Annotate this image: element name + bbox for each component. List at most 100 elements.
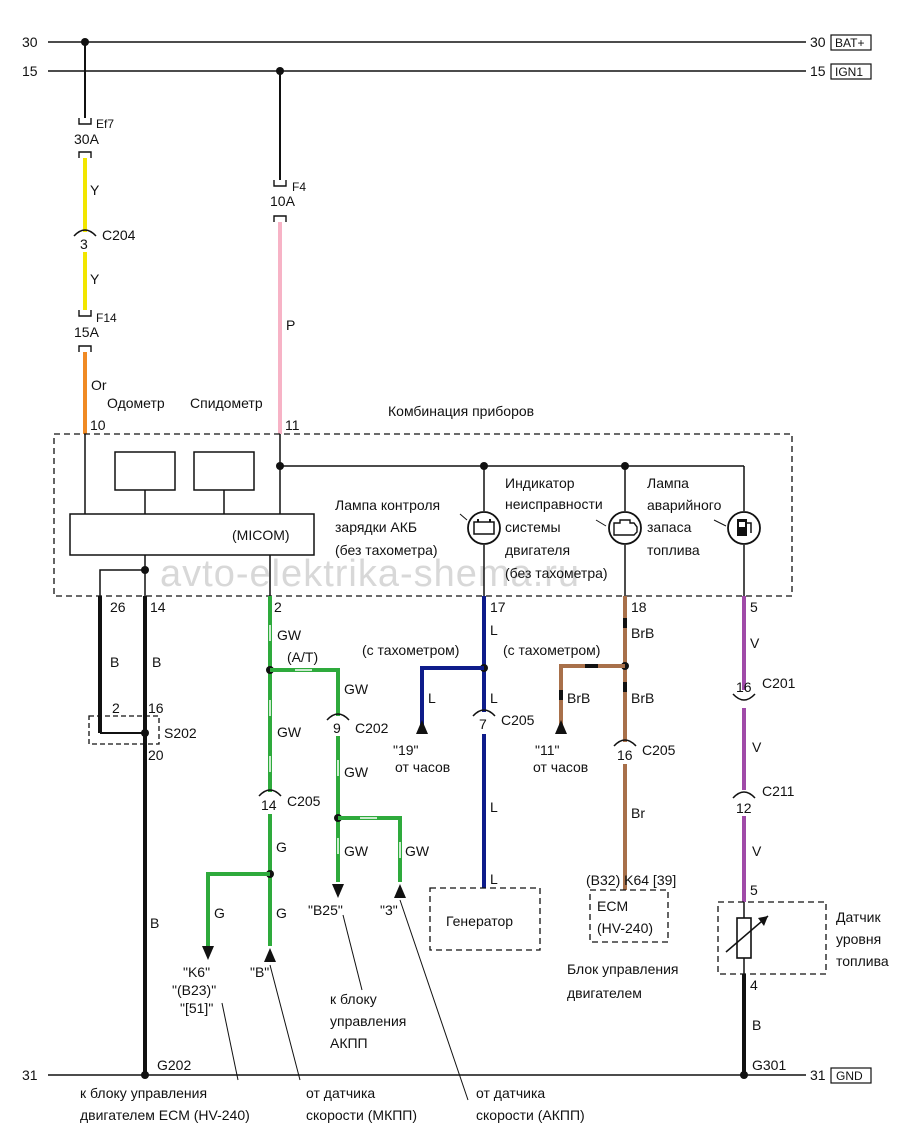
generator-box <box>429 887 541 951</box>
mil-line-4: двигателя <box>505 542 570 558</box>
sensor-pin-bottom: 4 <box>750 977 758 993</box>
fuse-f14-name: F14 <box>96 311 117 325</box>
wire-label-l-gen2: L <box>490 799 498 815</box>
s202-pin-16: 16 <box>148 700 164 716</box>
fuel-pump-icon <box>727 511 761 545</box>
watermark: avto-elektrika-shema.ru <box>160 553 580 595</box>
from-clock-1: от часов <box>395 759 450 775</box>
wire-label-l-clock: L <box>428 690 436 706</box>
pin-17: 17 <box>490 599 506 615</box>
from-sensor-at-2: скорости (АКПП) <box>476 1107 585 1123</box>
wire-label-brb-clock: BrB <box>567 690 590 706</box>
from-sensor-mt-2: скорости (МКПП) <box>306 1107 417 1123</box>
c211-pin: 12 <box>736 800 752 816</box>
speedometer-gauge <box>193 451 255 491</box>
k6-arrow-icon <box>202 946 214 960</box>
s202-pin-2: 2 <box>112 700 120 716</box>
wire-label-g-left: G <box>214 905 225 921</box>
fuse-f14-rating: 15A <box>74 324 100 340</box>
left-supply: Ef7 30A Y 3 C204 Y F14 15A Or <box>73 38 136 434</box>
pin-11: 11 <box>285 417 300 433</box>
micom-block <box>69 513 315 556</box>
pin-18: 18 <box>631 599 647 615</box>
fuel-sensor-box <box>717 901 827 975</box>
fuse-ef7-rating: 30A <box>74 131 100 147</box>
c204-name: C204 <box>102 227 136 243</box>
from-clock-2: от часов <box>533 759 588 775</box>
pin-26: 26 <box>110 599 126 615</box>
wire-label-gw-c202: GW <box>344 764 369 780</box>
at-label: (A/T) <box>287 649 318 665</box>
c211-name: C211 <box>762 783 795 799</box>
wire-label-l-gen1: L <box>490 690 498 706</box>
ecm-box <box>589 889 669 943</box>
mil-line-5: (без тахометра) <box>505 565 608 581</box>
c205-gen-name: C205 <box>501 712 535 728</box>
generator-label: Генератор <box>446 913 513 929</box>
gnd-tag: GND <box>836 1069 863 1083</box>
to-atcu-1: к блоку <box>330 991 377 1007</box>
rail-31: 31 31 GND <box>22 1067 872 1084</box>
to-atcu-2: управления <box>330 1013 406 1029</box>
c205-speed-name: C205 <box>287 793 321 809</box>
mil-line-1: Индикатор <box>505 475 575 491</box>
fuse-f4-rating: 10A <box>270 193 296 209</box>
wire-label-g-b: G <box>276 905 287 921</box>
fuse-f4-name: F4 <box>292 180 306 194</box>
mil-line-3: системы <box>505 519 561 535</box>
cluster-bottom-pins: 26 14 2 17 18 5 <box>110 599 758 615</box>
to-atcu-3: АКПП <box>330 1035 368 1051</box>
ecm-model-label: (HV-240) <box>597 920 653 936</box>
rail-30: 30 30 BAT+ <box>22 34 872 51</box>
bat-tag: BAT+ <box>835 36 864 50</box>
wire-label-b-main: B <box>150 915 159 931</box>
k6-label: "K6" <box>183 964 210 980</box>
wire-label-b26: B <box>110 654 119 670</box>
wire-label-br: Br <box>631 805 645 821</box>
generator-line: L (с тахометром) L L "19" от часов 7 C20… <box>362 596 541 951</box>
odometer-label: Одометр <box>107 395 165 411</box>
charge-lamp-line-3: (без тахометра) <box>335 542 438 558</box>
rail-15: 15 15 IGN1 <box>22 63 872 80</box>
ecm-line: BrB (с тахометром) BrB BrB "11" от часов… <box>503 596 679 1001</box>
rail-30-right-number: 30 <box>810 34 826 50</box>
c205-ecu-name: C205 <box>642 742 676 758</box>
pin-14: 14 <box>150 599 166 615</box>
wire-label-b14: B <box>152 654 161 670</box>
variable-resistor-icon <box>736 917 752 959</box>
pin-5: 5 <box>750 599 758 615</box>
from-sensor-mt-1: от датчика <box>306 1085 375 1101</box>
sensor-line-3: топлива <box>836 953 889 969</box>
b-label: "B" <box>250 964 269 980</box>
wire-label-l-gen3: L <box>490 871 498 887</box>
with-tach-1: (с тахометром) <box>362 642 459 658</box>
ign-tag: IGN1 <box>835 65 863 79</box>
from-sensor-at-1: от датчика <box>476 1085 545 1101</box>
battery-icon <box>467 511 501 545</box>
g301-label: G301 <box>752 1057 786 1073</box>
b25-label: "B25" <box>308 902 343 918</box>
rail-31-right-number: 31 <box>810 1067 826 1083</box>
sensor-pin-top: 5 <box>750 882 758 898</box>
fuse-ef7-name: Ef7 <box>96 117 114 131</box>
pin51-label: "[51]" <box>180 1000 213 1016</box>
g202-label: G202 <box>157 1057 191 1073</box>
wire-label-gw-3: GW <box>405 843 430 859</box>
ecm-label: ECM <box>597 898 628 914</box>
pin-10: 10 <box>90 417 106 433</box>
micom-label: (MICOM) <box>232 527 290 543</box>
bottom-captions: к блоку управления АКПП к блоку управлен… <box>80 991 585 1123</box>
wire-label-v3: V <box>752 843 762 859</box>
instrument-cluster: Комбинация приборов Одометр Спидометр 10… <box>53 395 793 597</box>
wire-label-brb18: BrB <box>631 625 654 641</box>
pin3-label: "3" <box>380 902 398 918</box>
wire-label-l17: L <box>490 622 498 638</box>
b25-arrow-icon <box>332 884 344 898</box>
charge-lamp-line-1: Лампа контроля <box>335 497 440 513</box>
s202-name: S202 <box>164 725 197 741</box>
cluster-title: Комбинация приборов <box>388 403 534 419</box>
c205-gen-pin: 7 <box>479 716 487 732</box>
c204-pin: 3 <box>80 236 88 252</box>
fuel-lamp-line-1: Лампа <box>647 475 689 491</box>
fuel-sensor-line: V 16 C201 V 12 C211 V 5 Датчик уровня то… <box>717 596 889 1079</box>
